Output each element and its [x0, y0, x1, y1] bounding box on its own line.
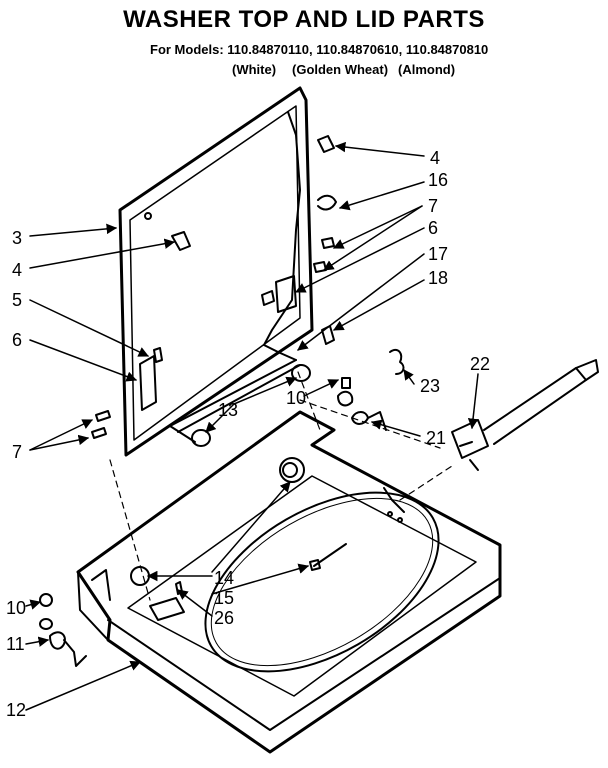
callout-5: 5	[12, 290, 22, 310]
callout-4-right: 4	[430, 148, 440, 168]
callout-10-upper: 10	[286, 388, 306, 408]
callout-6-right: 6	[428, 218, 438, 238]
color-golden-wheat: (Golden Wheat)	[292, 62, 389, 77]
callout-14: 14	[214, 568, 234, 588]
color-almond: (Almond)	[398, 62, 456, 77]
callout-numbers: 3 4 4 5 6 7 16 7 6 17 18 22 23 10 13 21 …	[6, 148, 490, 720]
alignment-lines	[109, 371, 453, 601]
callout-15: 15	[214, 588, 234, 608]
callout-16: 16	[428, 170, 448, 190]
model-list: For Models: 110.84870110, 110.84870610, …	[150, 42, 489, 57]
callout-7-left: 7	[12, 442, 22, 462]
callout-3: 3	[12, 228, 22, 248]
lower-hinge-parts	[39, 593, 87, 667]
callout-21: 21	[426, 428, 446, 448]
callout-26: 26	[214, 608, 234, 628]
callout-12: 12	[6, 700, 26, 720]
callout-23: 23	[420, 376, 440, 396]
lid-parts	[91, 135, 405, 439]
color-white: (White)	[232, 62, 277, 77]
washer-top	[76, 410, 502, 754]
page-title: WASHER TOP AND LID PARTS	[123, 6, 485, 33]
leader-lines	[25, 141, 479, 711]
callout-13: 13	[218, 400, 238, 420]
callout-11: 11	[6, 634, 25, 654]
callout-10-lower: 10	[6, 598, 26, 618]
callout-22: 22	[470, 354, 490, 374]
callout-17: 17	[428, 244, 448, 264]
callout-7-right: 7	[428, 196, 438, 216]
hinge-rod	[169, 111, 311, 447]
lid	[118, 86, 314, 457]
callout-18: 18	[428, 268, 448, 288]
callout-4-left: 4	[12, 260, 22, 280]
callout-6-left: 6	[12, 330, 22, 350]
